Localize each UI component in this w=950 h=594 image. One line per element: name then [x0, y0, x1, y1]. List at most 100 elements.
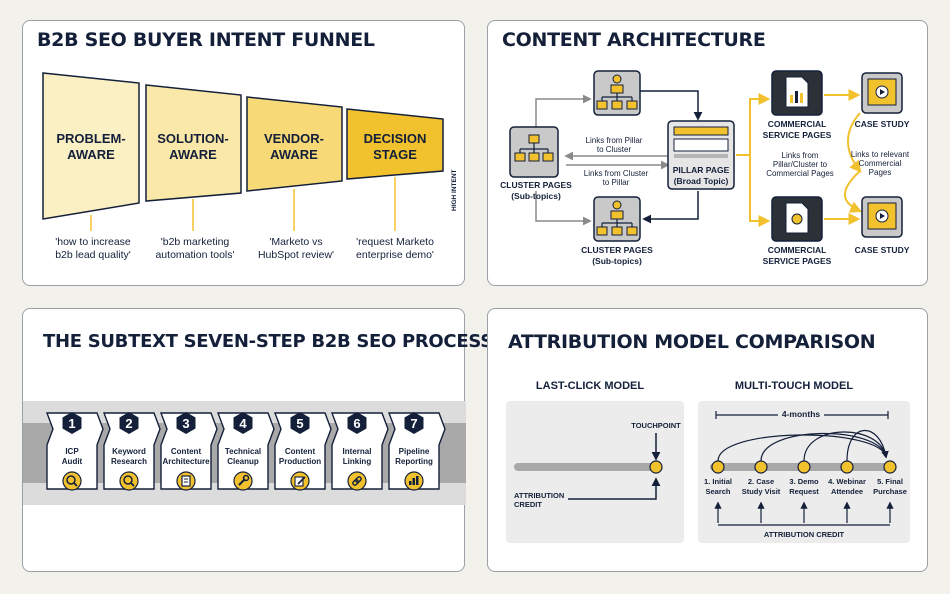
arrow-cluster-to-top-cluster	[535, 94, 592, 127]
touch-label-line-2: Search	[705, 487, 730, 496]
process-panel: THE SUBTEXT SEVEN-STEP B2B SEO PROCESS 1…	[22, 308, 493, 572]
touch-arc-3	[803, 431, 889, 462]
touchpoint-label: TOUCHPOINT	[631, 421, 681, 430]
touch-label-line-1: 3. Demo	[789, 477, 819, 486]
funnel-query-1-line-2: b2b lead quality'	[55, 249, 131, 261]
case-study-bottom-icon	[861, 196, 903, 238]
step-number: 3	[182, 416, 189, 431]
step-number-badge	[233, 412, 253, 434]
step-label-line-1: ICP	[65, 447, 79, 456]
wrench-icon	[233, 471, 253, 491]
funnel-stage-3-label-1: VENDOR-	[264, 131, 324, 146]
funnel-stage-3-label-2: AWARE	[270, 147, 318, 162]
step-number: 7	[410, 416, 417, 431]
last-click-timeline	[514, 463, 656, 471]
step-label-line-2: Cleanup	[227, 457, 259, 466]
step-label-line-2: Reporting	[395, 457, 433, 466]
process-step-card	[102, 412, 161, 490]
step-number-badge	[347, 412, 367, 434]
link-cluster-to-pillar-1: Links from Cluster	[584, 169, 649, 178]
duration-label: 4-months	[782, 409, 821, 419]
link-pillar-to-cluster-1: Links from Pillar	[586, 136, 643, 145]
process-step-card	[45, 412, 104, 490]
step-number: 5	[296, 416, 303, 431]
step-label-line-1: Internal	[343, 447, 372, 456]
touchpoint-1	[711, 460, 725, 474]
funnel-stage-3-shape	[246, 96, 343, 192]
touch-label-line-2: Attendee	[831, 487, 863, 496]
funnel-query-3-line-2: HubSpot review'	[258, 249, 334, 261]
cluster-top-icon	[593, 70, 641, 116]
attribution-panel: ATTRIBUTION MODEL COMPARISON LAST-CLICK …	[487, 308, 928, 572]
touchpoint-3	[797, 460, 811, 474]
credit-label-2: CREDIT	[514, 500, 542, 509]
case-study-top-icon	[861, 72, 903, 114]
step-label-line-1: Content	[171, 447, 202, 456]
cluster-bottom-icon	[593, 196, 641, 242]
case-study-bottom-label: CASE STUDY	[855, 245, 910, 255]
step-label-line-2: Research	[111, 457, 147, 466]
funnel-high-intent-label: HIGH INTENT	[451, 169, 458, 211]
commercial-top-label-1: COMMERCIAL	[768, 119, 827, 129]
bar-chart-icon	[404, 471, 424, 491]
link-pillar-commercial-2: Pillar/Cluster to	[773, 160, 828, 169]
commercial-top-label-2: SERVICE PAGES	[763, 130, 832, 140]
step-number-badge	[290, 412, 310, 434]
last-click-title: LAST-CLICK MODEL	[536, 380, 644, 392]
funnel-title: B2B SEO BUYER INTENT FUNNEL	[37, 29, 375, 51]
funnel-stage-2-label-2: AWARE	[169, 147, 217, 162]
process-step-card	[159, 412, 218, 490]
process-step-card	[216, 412, 275, 490]
touch-label-line-2: Study Visit	[742, 487, 781, 496]
last-click-box	[506, 401, 684, 543]
funnel-query-1-line-1: 'how to increase	[55, 236, 131, 248]
step-label-line-2: Production	[279, 457, 321, 466]
link-pillar-to-cluster-2: to Cluster	[597, 145, 632, 154]
document-icon	[176, 471, 196, 491]
duration-label-bg	[778, 408, 824, 420]
arrow-case-study-to-commercial-top	[847, 112, 862, 173]
step-label-line-1: Technical	[225, 447, 261, 456]
funnel-query-4-line-1: 'request Marketo	[356, 236, 434, 248]
multi-touch-title: MULTI-TOUCH MODEL	[735, 380, 853, 392]
commercial-bottom-label-2: SERVICE PAGES	[763, 256, 832, 266]
attribution-diagram: LAST-CLICK MODEL MULTI-TOUCH MODEL TOUCH…	[506, 380, 910, 543]
link-icon	[347, 471, 367, 491]
cluster-bottom-label-1: CLUSTER PAGES	[581, 245, 653, 255]
link-relevant-3: Pages	[869, 168, 892, 177]
process-diagram: 1ICPAudit2KeywordResearch3ContentArchite…	[23, 401, 466, 505]
arrow-pillar-to-commercial-top	[736, 93, 771, 156]
pillar-label-2: (Broad Topic)	[674, 176, 729, 186]
funnel-diagram: PROBLEM- AWARE SOLUTION- AWARE VENDOR- A…	[42, 72, 458, 261]
touchpoint-4	[840, 460, 854, 474]
arrow-top-cluster-to-pillar	[640, 90, 703, 121]
last-click-touchpoint	[649, 460, 663, 474]
step-label-line-2: Architecture	[162, 457, 210, 466]
cluster-left-icon	[509, 126, 559, 178]
funnel-stage-1-label-1: PROBLEM-	[56, 131, 125, 146]
funnel-query-2-line-2: automation tools'	[155, 249, 234, 261]
touchpoint-5	[883, 460, 897, 474]
attribution-title: ATTRIBUTION MODEL COMPARISON	[508, 331, 876, 353]
link-cluster-to-pillar-2: to Pillar	[603, 178, 630, 187]
touchpoint-2	[754, 460, 768, 474]
step-number-badge	[62, 412, 82, 434]
funnel-stage-4-label-1: DECISION	[364, 131, 427, 146]
touch-label-line-2: Purchase	[873, 487, 907, 496]
funnel-query-4-line-2: enterprise demo'	[356, 249, 434, 261]
process-step-card	[330, 412, 389, 490]
process-step-card	[387, 412, 446, 490]
funnel-stage-2-shape	[145, 84, 242, 202]
step-label-line-1: Content	[285, 447, 316, 456]
search-icon	[119, 471, 139, 491]
step-number: 1	[68, 416, 75, 431]
commercial-bottom-label-1: COMMERCIAL	[768, 245, 827, 255]
arrow-cluster-to-bottom-cluster	[535, 191, 592, 226]
step-label-line-2: Linking	[343, 457, 372, 466]
step-number: 2	[125, 416, 132, 431]
touch-label-line-1: 4. Webinar	[828, 477, 866, 486]
